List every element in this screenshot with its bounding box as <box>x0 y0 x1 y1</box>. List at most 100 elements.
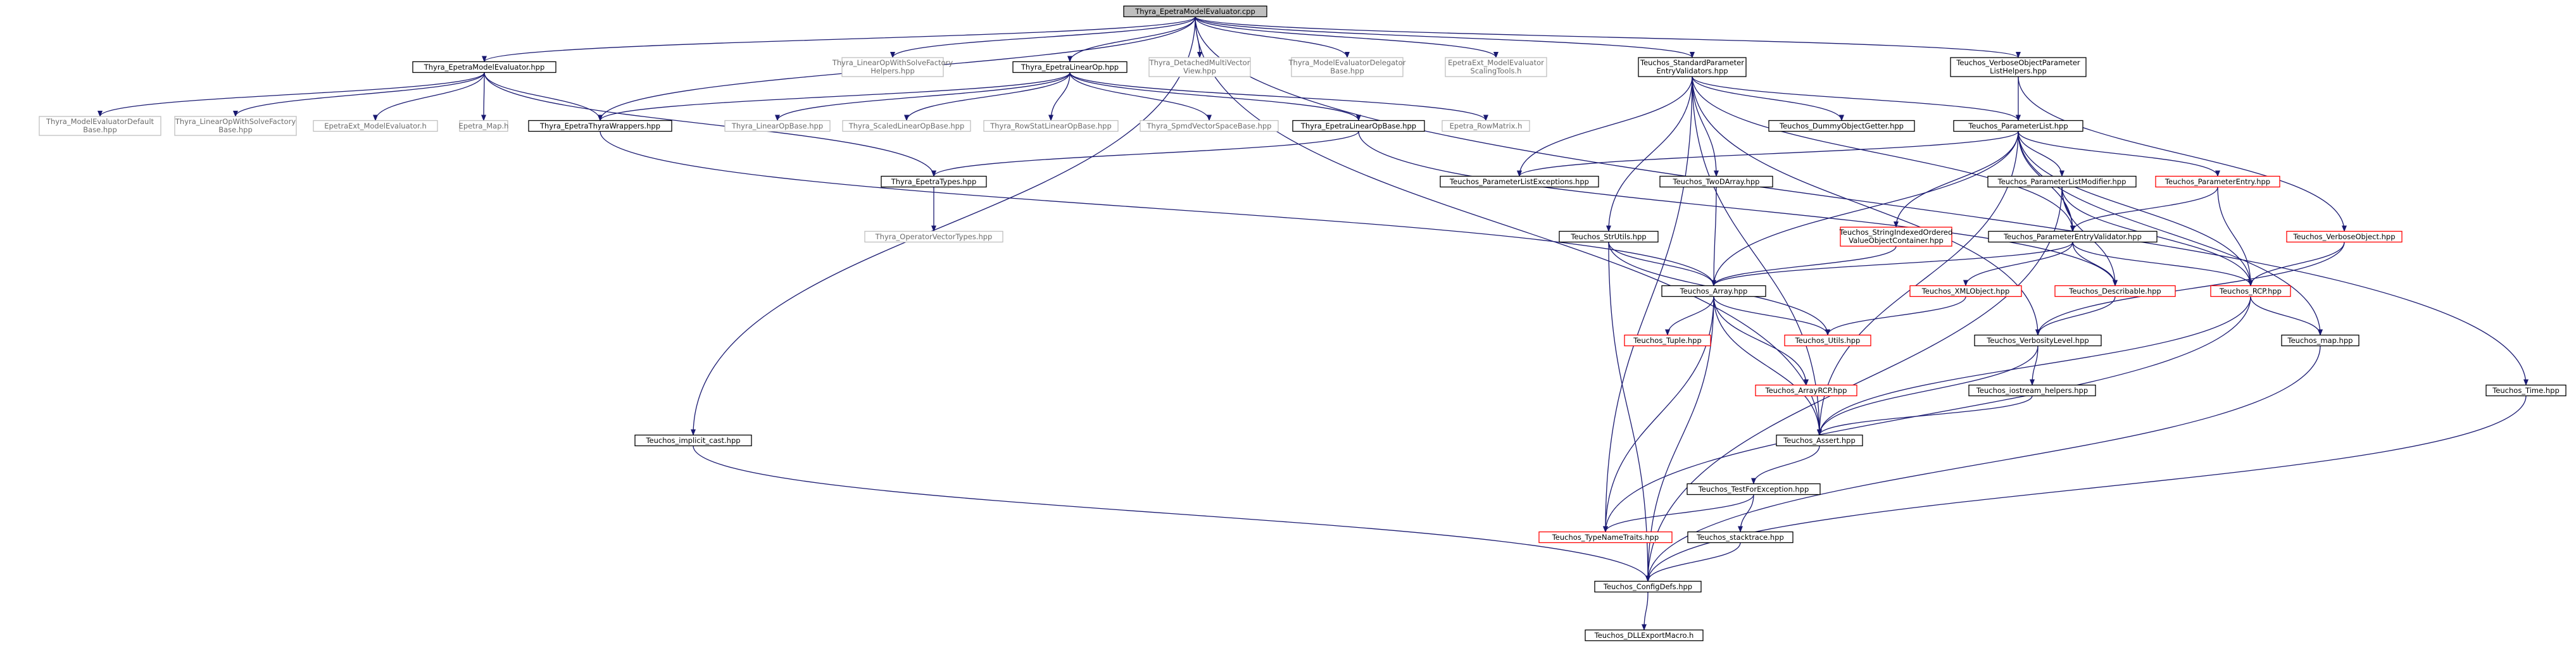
node-erm[interactable]: Epetra_RowMatrix.h <box>1442 120 1530 132</box>
edge-spev-to-pev <box>1692 76 2075 232</box>
node-desc[interactable]: Teuchos_Describable.hpp <box>2054 285 2176 297</box>
edge-pev-to-rcp <box>2072 242 2253 287</box>
edge-tyme_hpp-to-etw <box>484 72 603 122</box>
node-box <box>1687 483 1821 495</box>
edge-elob-to-et <box>931 131 1359 177</box>
node-stru[interactable]: Teuchos_StrUtils.hpp <box>1559 230 1659 243</box>
node-etw[interactable]: Thyra_EpetraThyraWrappers.hpp <box>528 120 672 132</box>
node-label: Teuchos_Tuple.hpp <box>1633 336 1702 345</box>
node-vopl[interactable]: Teuchos_VerboseObjectParameterListHelper… <box>1950 57 2087 77</box>
node-box <box>2281 334 2359 347</box>
node-plm[interactable]: Teuchos_ParameterListModifier.hpp <box>1987 175 2137 188</box>
edge-pl-to-pe <box>2018 131 2220 177</box>
edge-main-to-lowsf_h <box>890 16 1196 58</box>
edge-pl-to-sioc <box>1894 131 2019 228</box>
node-elo[interactable]: Thyra_EpetraLinearOp.hpp <box>1012 61 1128 73</box>
node-lob[interactable]: Thyra_LinearOpBase.hpp <box>724 120 831 132</box>
edge-tyme_hpp-to-med_def <box>97 72 485 117</box>
node-pl[interactable]: Teuchos_ParameterList.hpp <box>1953 120 2083 132</box>
edge-desc-to-vl <box>2035 296 2116 336</box>
node-box <box>2485 384 2567 397</box>
node-tfe[interactable]: Teuchos_TestForException.hpp <box>1687 483 1821 495</box>
node-label: Teuchos_Utils.hpp <box>1795 336 1861 345</box>
node-vl[interactable]: Teuchos_VerbosityLevel.hpp <box>1974 334 2102 347</box>
node-label: Teuchos_VerbosityLevel.hpp <box>1986 336 2089 345</box>
node-assert[interactable]: Teuchos_Assert.hpp <box>1776 434 1863 447</box>
node-lowsf-h[interactable]: Thyra_LinearOpWithSolveFactoryHelpers.hp… <box>832 57 953 77</box>
node-ovt[interactable]: Thyra_OperatorVectorTypes.hpp <box>864 230 1003 243</box>
node-label: Teuchos_Describable.hpp <box>2068 287 2161 296</box>
node-tda[interactable]: Teuchos_TwoDArray.hpp <box>1659 175 1773 188</box>
node-box <box>1974 334 2102 347</box>
edge-tyme_hpp-to-eext_me <box>373 72 485 122</box>
node-time[interactable]: Teuchos_Time.hpp <box>2485 384 2567 397</box>
node-xml[interactable]: Teuchos_XMLObject.hpp <box>1909 285 2022 297</box>
node-box <box>1594 580 1702 593</box>
node-vo[interactable]: Teuchos_VerboseObject.hpp <box>2286 230 2403 243</box>
node-arcp[interactable]: Teuchos_ArrayRCP.hpp <box>1755 384 1857 397</box>
node-label: ListHelpers.hpp <box>1990 66 2047 75</box>
node-rslob[interactable]: Thyra_RowStatLinearOpBase.hpp <box>983 120 1119 132</box>
node-box <box>841 57 944 77</box>
edge-main-to-spev <box>1195 16 1695 58</box>
edge-elo-to-rslob <box>1048 72 1071 122</box>
node-utils[interactable]: Teuchos_Utils.hpp <box>1784 334 1871 347</box>
node-dll[interactable]: Teuchos_DLLExportMacro.h <box>1585 629 1704 642</box>
node-et[interactable]: Thyra_EpetraTypes.hpp <box>881 175 987 188</box>
node-elob[interactable]: Thyra_EpetraLinearOpBase.hpp <box>1292 120 1425 132</box>
edge-vo-to-vl <box>2035 242 2345 336</box>
edge-layer <box>97 16 2529 631</box>
node-svsb[interactable]: Thyra_SpmdVectorSpaceBase.hpp <box>1140 120 1279 132</box>
node-tyme-hpp[interactable]: Thyra_EpetraModelEvaluator.hpp <box>412 61 556 73</box>
edge-map-to-cd <box>1645 346 2321 582</box>
node-label: Teuchos_stacktrace.hpp <box>1696 533 1784 542</box>
node-spev[interactable]: Teuchos_StandardParameterEntryValidators… <box>1638 57 1747 77</box>
node-box <box>528 120 672 132</box>
node-label: Thyra_EpetraModelEvaluator.hpp <box>424 63 545 72</box>
node-main[interactable]: Thyra_EpetraModelEvaluator.cpp <box>1123 5 1267 18</box>
node-ioh[interactable]: Teuchos_iostream_helpers.hpp <box>1968 384 2096 397</box>
node-box <box>2210 285 2291 297</box>
edge-main-to-vopl <box>1195 16 2021 58</box>
node-sioc[interactable]: Teuchos_StringIndexedOrderedValueObjectC… <box>1839 227 1953 247</box>
node-st[interactable]: Teuchos_stacktrace.hpp <box>1687 531 1794 544</box>
node-ple[interactable]: Teuchos_ParameterListExceptions.hpp <box>1440 175 1599 188</box>
node-tuple[interactable]: Teuchos_Tuple.hpp <box>1624 334 1711 347</box>
node-box <box>634 434 752 447</box>
node-pe[interactable]: Teuchos_ParameterEntry.hpp <box>2155 175 2280 188</box>
edge-pev-to-desc <box>2072 242 2118 287</box>
edge-main-to-tyme_hpp <box>482 16 1196 63</box>
node-cd[interactable]: Teuchos_ConfigDefs.hpp <box>1594 580 1702 593</box>
node-ic[interactable]: Teuchos_implicit_cast.hpp <box>634 434 752 447</box>
node-label: Thyra_ModelEvaluatorDefault <box>46 117 154 126</box>
edge-elo-to-etw <box>598 72 1071 122</box>
edge-elo-to-lob <box>775 72 1071 122</box>
node-tnt[interactable]: Teuchos_TypeNameTraits.hpp <box>1538 531 1673 544</box>
node-eext-me[interactable]: EpetraExt_ModelEvaluator.h <box>313 120 438 132</box>
node-label: Thyra_OperatorVectorTypes.hpp <box>875 232 993 241</box>
node-box <box>313 120 438 132</box>
node-epetra-map[interactable]: Epetra_Map.h <box>459 120 509 132</box>
node-map[interactable]: Teuchos_map.hpp <box>2281 334 2359 347</box>
edge-tyme_hpp-to-lowsf_b <box>233 72 485 117</box>
node-label: Helpers.hpp <box>870 66 915 75</box>
node-label: Teuchos_TypeNameTraits.hpp <box>1552 533 1659 542</box>
node-rcp[interactable]: Teuchos_RCP.hpp <box>2210 285 2291 297</box>
node-slob[interactable]: Thyra_ScaledLinearOpBase.hpp <box>842 120 971 132</box>
node-label: Thyra_EpetraLinearOpBase.hpp <box>1300 122 1416 130</box>
node-arr[interactable]: Teuchos_Array.hpp <box>1661 285 1766 297</box>
node-label: Teuchos_StrUtils.hpp <box>1570 232 1646 241</box>
node-box <box>1950 57 2087 77</box>
node-box <box>1440 175 1599 188</box>
node-pev[interactable]: Teuchos_ParameterEntryValidator.hpp <box>1988 230 2158 243</box>
node-label: Thyra_LinearOpWithSolveFactory <box>175 117 296 126</box>
node-box <box>1659 175 1773 188</box>
node-label: Base.hpp <box>218 125 253 134</box>
node-dog[interactable]: Teuchos_DummyObjectGetter.hpp <box>1768 120 1915 132</box>
node-label: Thyra_EpetraLinearOp.hpp <box>1021 63 1119 72</box>
